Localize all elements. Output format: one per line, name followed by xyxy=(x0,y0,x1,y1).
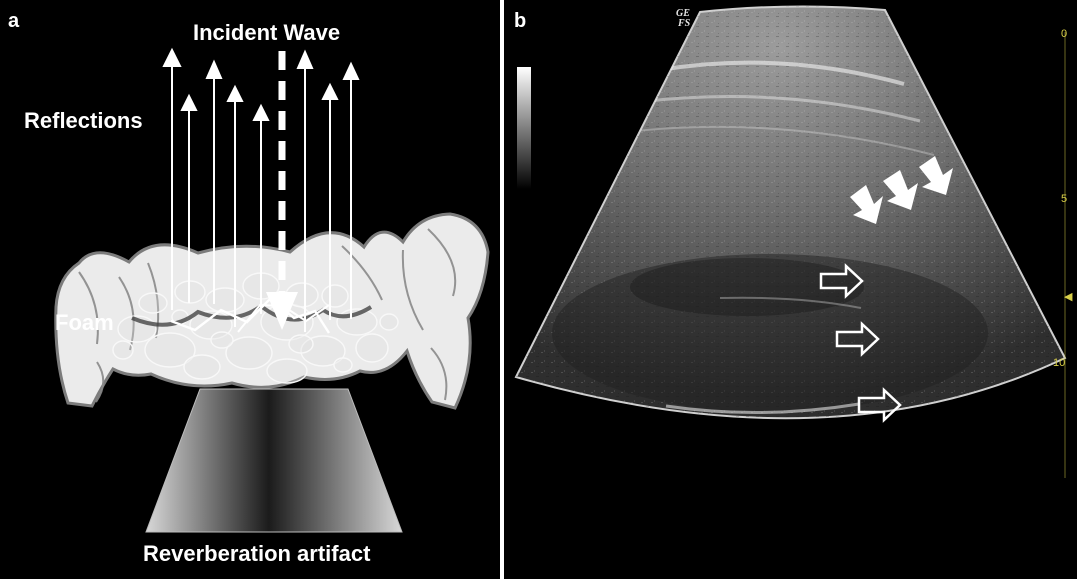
reflections-label: Reflections xyxy=(24,108,143,133)
foam-label: Foam xyxy=(55,310,114,335)
grayscale-bar xyxy=(517,67,531,189)
incident-wave-label: Incident Wave xyxy=(193,20,340,45)
depth-tick-label: 10 xyxy=(1053,357,1065,369)
depth-tick-label: 5 xyxy=(1061,193,1067,205)
panel-divider xyxy=(500,0,504,579)
ge-logo-subtext: FS xyxy=(677,18,691,29)
panel-a-label: a xyxy=(8,10,20,32)
panel-b-label: b xyxy=(514,10,526,32)
depth-tick-label: 0 xyxy=(1061,28,1067,40)
focus-marker-icon: ◀ xyxy=(1064,291,1073,303)
panel-b: b GE FS 0 5 10 ◀ xyxy=(504,0,1077,579)
panel-a: a Incident Wave Reflections xyxy=(0,0,500,579)
reverberation-artifact-label: Reverberation artifact xyxy=(143,541,371,566)
